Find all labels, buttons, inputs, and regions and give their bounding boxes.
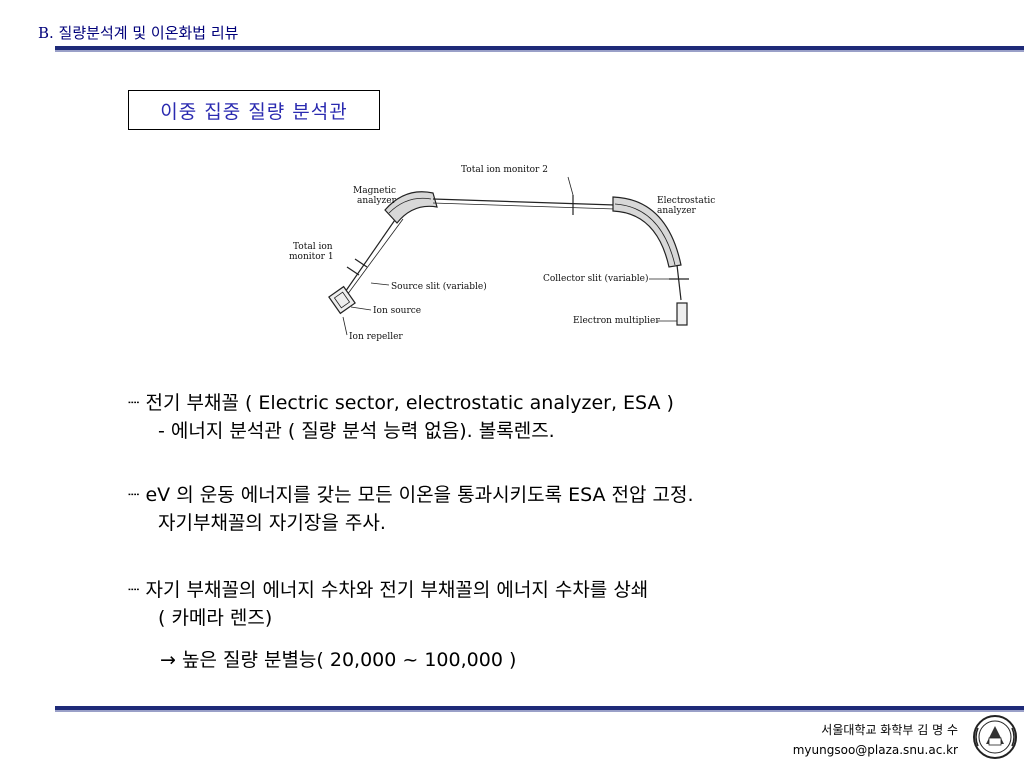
- label-ion-source: Ion source: [373, 306, 421, 316]
- bullet-aberration-line2: ( 카메라 렌즈): [158, 607, 273, 629]
- diagram-title-box: 이중 집중 질량 분석관: [128, 90, 380, 130]
- bullet-aberration-line1: ┈ 자기 부채꼴의 에너지 수차와 전기 부채꼴의 에너지 수차를 상쇄: [128, 579, 649, 601]
- label-magnetic: Magnetic: [353, 186, 396, 196]
- bullet-aberration: ┈ 자기 부채꼴의 에너지 수차와 전기 부채꼴의 에너지 수차를 상쇄 ( 카…: [128, 576, 648, 632]
- footer-author-name: 서울대학교 화학부 김 명 수: [821, 723, 958, 737]
- footer-email: myungsoo@plaza.snu.ac.kr: [792, 743, 958, 757]
- double-focusing-mass-analyzer-diagram: Total ion monitor 2 Magnetic analyzer El…: [289, 165, 715, 342]
- label-electron-multiplier: Electron multiplier: [573, 316, 660, 326]
- label-ion-repeller: Ion repeller: [349, 332, 403, 342]
- label-total-ion-1: Total ion: [293, 242, 333, 252]
- header-title: B. 질량분석계 및 이온화법 리뷰: [38, 24, 239, 42]
- bullet-esa-line1: ┈ 전기 부채꼴 ( Electric sector, electrostati…: [128, 392, 674, 414]
- footer-rule: [55, 706, 1024, 712]
- university-seal-icon: [973, 715, 1017, 759]
- label-total-ion-monitor-2: Total ion monitor 2: [461, 165, 548, 175]
- bullet-esa: ┈ 전기 부채꼴 ( Electric sector, electrostati…: [128, 389, 674, 445]
- bullet-ev: ┈ eV 의 운동 에너지를 갖는 모든 이온을 통과시키도록 ESA 전압 고…: [128, 481, 694, 537]
- label-source-slit: Source slit (variable): [391, 281, 487, 292]
- bullet-ev-line1: ┈ eV 의 운동 에너지를 갖는 모든 이온을 통과시키도록 ESA 전압 고…: [128, 484, 694, 506]
- label-electrostatic-analyzer: analyzer: [657, 206, 697, 216]
- bullet-esa-line2: - 에너지 분석관 ( 질량 분석 능력 없음). 볼록렌즈.: [158, 420, 555, 442]
- bullet-ev-line2: 자기부채꼴의 자기장을 주사.: [158, 512, 386, 534]
- label-collector-slit: Collector slit (variable): [543, 273, 648, 284]
- result-resolution: → 높은 질량 분별능( 20,000 ~ 100,000 ): [160, 649, 517, 671]
- label-magnetic-analyzer: analyzer: [357, 196, 397, 206]
- header-rule: [55, 46, 1024, 52]
- label-monitor-1: monitor 1: [289, 252, 334, 262]
- label-electrostatic: Electrostatic: [657, 196, 715, 206]
- footer-author: 서울대학교 화학부 김 명 수 myungsoo@plaza.snu.ac.kr: [793, 720, 958, 760]
